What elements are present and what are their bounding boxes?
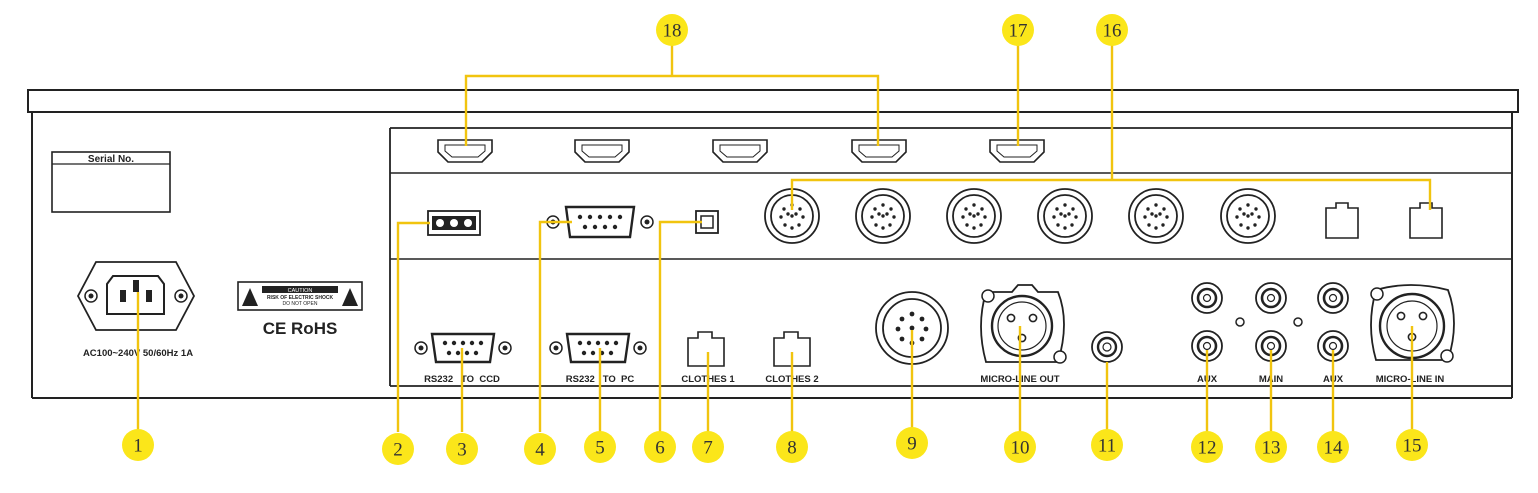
callout-label: 16 — [1103, 21, 1122, 42]
rca-jack-1 — [1191, 282, 1223, 314]
callout-label: 11 — [1098, 436, 1116, 457]
din-ports — [764, 188, 1276, 244]
callout-5: 5 — [584, 431, 616, 463]
callout-label: 14 — [1324, 438, 1344, 459]
callout-3: 3 — [446, 433, 478, 465]
callout-label: 17 — [1009, 21, 1028, 42]
callout-16: 16 — [1096, 14, 1128, 46]
phone-jack — [1091, 331, 1123, 363]
rj45-ports-middle — [1325, 202, 1443, 239]
din-port-6 — [1220, 188, 1276, 244]
callout-label: 1 — [133, 436, 143, 457]
callout-label: 3 — [457, 440, 467, 461]
chassis — [27, 89, 1519, 399]
callout-10: 10 — [1004, 431, 1036, 463]
leader-lines — [136, 44, 1432, 432]
micro-line-in-label: MICRO-LINE IN — [1376, 374, 1445, 385]
rca-screw-1 — [1235, 317, 1245, 327]
rca-jacks — [1191, 282, 1349, 362]
callout-label: 2 — [393, 440, 403, 461]
callout-8: 8 — [776, 431, 808, 463]
rca-screw-2 — [1293, 317, 1303, 327]
cert-label: CE RoHS — [263, 319, 338, 338]
caution-title: CAUTION — [288, 288, 313, 294]
callout-label: 10 — [1011, 438, 1030, 459]
callout-9: 9 — [896, 427, 928, 459]
din-port-4 — [1037, 188, 1093, 244]
callout-15: 15 — [1396, 429, 1428, 461]
callout-1: 1 — [122, 429, 154, 461]
caution-label: CAUTION RISK OF ELECTRIC SHOCK DO NOT OP… — [237, 281, 363, 338]
callout-label: 7 — [703, 438, 713, 459]
callout-14: 14 — [1317, 431, 1349, 463]
callout-11: 11 — [1091, 429, 1123, 461]
rca-jack-4 — [1191, 330, 1223, 362]
callout-label: 13 — [1262, 438, 1281, 459]
callout-label: 18 — [663, 21, 682, 42]
db9-port-middle — [546, 205, 654, 239]
terminal-block — [427, 210, 481, 236]
callout-7: 7 — [692, 431, 724, 463]
callout-label: 8 — [787, 438, 797, 459]
power-inlet: AC100~240V 50/60Hz 1A — [76, 261, 196, 359]
callout-label: 9 — [907, 434, 917, 455]
caution-line1: RISK OF ELECTRIC SHOCK — [267, 295, 334, 301]
din-port-1 — [764, 188, 820, 244]
caution-line2: DO NOT OPEN — [283, 301, 318, 307]
callout-13: 13 — [1255, 431, 1287, 463]
din-port-2 — [855, 188, 911, 244]
callout-label: 15 — [1403, 436, 1422, 457]
serial-label: Serial No. — [88, 154, 134, 165]
hdmi-ports — [437, 139, 1045, 163]
callout-label: 4 — [535, 440, 545, 461]
din-port-3 — [946, 188, 1002, 244]
callout-label: 12 — [1198, 438, 1217, 459]
db9-port-pc: RS232 TO PC — [549, 332, 647, 385]
callout-4: 4 — [524, 433, 556, 465]
xlr-output: MICRO-LINE OUT — [980, 284, 1067, 385]
callout-12: 12 — [1191, 431, 1223, 463]
callout-18: 18 — [656, 14, 688, 46]
callout-2: 2 — [382, 433, 414, 465]
callout-label: 5 — [595, 438, 605, 459]
din-port-5 — [1128, 188, 1184, 244]
callout-6: 6 — [644, 431, 676, 463]
callout-label: 6 — [655, 438, 665, 459]
rca-jack-2 — [1255, 282, 1287, 314]
rca-jack-3 — [1317, 282, 1349, 314]
serial-number-plate: Serial No. — [51, 151, 171, 213]
callout-17: 17 — [1002, 14, 1034, 46]
